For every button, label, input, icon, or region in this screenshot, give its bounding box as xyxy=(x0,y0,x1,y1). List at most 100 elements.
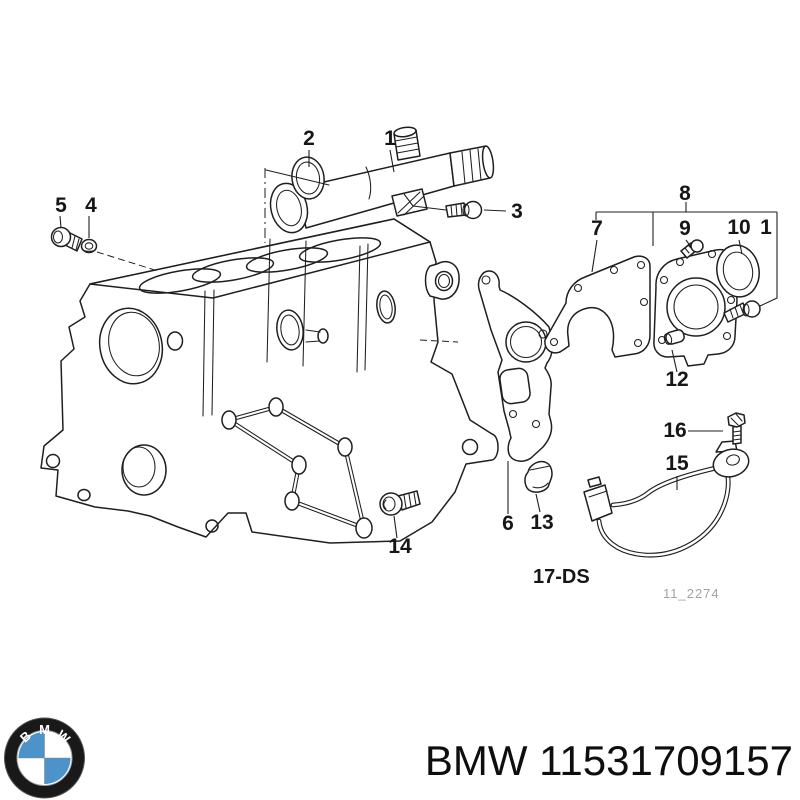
connector-line xyxy=(588,490,608,498)
part-washer-4 xyxy=(80,238,98,254)
sensor-cable-loop xyxy=(596,475,731,558)
drawing-number: 11_2274 xyxy=(663,586,720,601)
part-seal-ring xyxy=(716,244,760,298)
pipe-clamp-hatch xyxy=(397,191,425,216)
bolt11-head xyxy=(743,300,761,318)
part-knock-sensor xyxy=(583,440,750,558)
pipe-union-end xyxy=(481,145,495,179)
stub-boss-cap xyxy=(317,328,329,344)
pipe-union-threads xyxy=(461,148,482,185)
ear-lug-hole-inner xyxy=(437,273,451,289)
ear-lug xyxy=(424,260,460,300)
bolt16-threads xyxy=(732,430,742,441)
block-edge-lines xyxy=(202,289,215,417)
part-screw-plug-14 xyxy=(379,490,421,516)
diagram-group-code: 17-DS xyxy=(533,566,590,588)
block-edge-lines xyxy=(356,243,369,373)
core-plug xyxy=(276,309,304,351)
flange-hole xyxy=(77,488,91,502)
callout-7: 7 xyxy=(591,217,603,240)
callout-4: 4 xyxy=(85,194,97,217)
part-bolt-3 xyxy=(445,200,483,220)
callout-1: 1 xyxy=(384,127,396,150)
logo-cross-lines xyxy=(18,732,71,784)
block-step-line xyxy=(451,373,471,421)
callout-8: 8 xyxy=(679,182,691,205)
callout-13: 13 xyxy=(530,511,553,534)
bmw-roundel-logo: B M W xyxy=(4,717,85,799)
gasket6-outline xyxy=(477,270,553,462)
pipe-weld-line xyxy=(365,166,372,200)
mount-bracket-hole xyxy=(461,438,479,456)
cable-connector xyxy=(583,484,613,522)
front-opening-outer xyxy=(98,307,164,385)
gasket7-outline xyxy=(544,255,651,358)
logo-quadrant-br xyxy=(44,758,71,784)
block-edge-line xyxy=(302,240,307,367)
part-arch-gasket xyxy=(544,255,651,358)
bolt5-head-inner xyxy=(52,230,64,244)
callout-6: 6 xyxy=(502,512,514,535)
logo-quadrant-tr xyxy=(44,732,71,758)
sensor-hole xyxy=(726,454,740,466)
gasket6-round-hole-inner xyxy=(509,325,543,359)
gasket6-square-hole xyxy=(499,367,531,405)
callout-16: 16 xyxy=(663,419,686,442)
crank-nose-boss xyxy=(121,444,167,496)
part-o-ring xyxy=(291,156,325,200)
callout-9: 9 xyxy=(679,217,691,240)
crank-nose-boss-inner xyxy=(122,446,156,488)
flange-hole xyxy=(45,453,61,469)
carrier8-bore-inner xyxy=(673,284,719,330)
logo-letter-m: M xyxy=(39,722,50,737)
callout-3: 3 xyxy=(511,200,523,223)
logo-quadrant-bl xyxy=(18,758,45,784)
callout-12: 12 xyxy=(665,368,688,391)
block-edge-line xyxy=(266,238,271,363)
connector-nub xyxy=(587,476,602,488)
logo-quadrant-tl xyxy=(18,732,45,758)
gasket6-bolt-hole xyxy=(531,419,541,429)
callout-11: 1 xyxy=(760,216,772,239)
front-opening-inner xyxy=(108,311,160,377)
cylinder-bore-3 xyxy=(245,247,329,273)
bolt16-head-lines xyxy=(730,413,743,426)
pipe-flange-inner xyxy=(276,189,302,227)
pipe-stub-cap xyxy=(393,126,417,138)
core-plug-inner xyxy=(280,314,300,346)
callout-15: 15 xyxy=(665,452,689,475)
sensor-body xyxy=(712,448,750,478)
bolt5-head xyxy=(50,226,72,248)
part-timing-gasket xyxy=(477,270,553,462)
pipe-stub-ribs xyxy=(394,136,420,154)
core-plug xyxy=(376,290,396,324)
callout-14: 14 xyxy=(388,535,412,558)
part-bearing-shell xyxy=(524,460,553,493)
oil-gallery-rods xyxy=(221,397,373,539)
part-bolt-11 xyxy=(723,300,761,323)
cylinder-bore-1 xyxy=(138,268,222,294)
bolt16-head xyxy=(727,412,746,428)
engine-block-drawing xyxy=(40,218,499,544)
part-bolt-5 xyxy=(50,226,83,252)
gasket6-bolt-hole xyxy=(481,275,491,285)
part-bolt-9 xyxy=(680,239,704,259)
bolt-threads xyxy=(450,203,463,217)
gasket6-bolt-hole xyxy=(538,329,548,339)
callout-2: 2 xyxy=(303,127,315,150)
part-coolant-pipe xyxy=(269,126,495,234)
gasket6-bolt-hole xyxy=(508,409,518,419)
plug14-threads xyxy=(403,492,417,509)
callout-5: 5 xyxy=(55,194,67,217)
plug14-head-inner xyxy=(382,496,396,512)
bolt-collar xyxy=(462,203,470,217)
cylinder-bore-4 xyxy=(298,237,382,263)
callout-labels: 1 2 3 4 5 6 7 8 9 10 1 12 13 14 15 16 xyxy=(55,127,772,558)
bolt11-threads xyxy=(729,304,744,319)
part-plug-12 xyxy=(663,329,685,345)
carrier8-bore-outer xyxy=(666,277,726,337)
footer-part-number: BMW 11531709157 xyxy=(425,737,793,784)
flange-hole xyxy=(205,519,219,533)
